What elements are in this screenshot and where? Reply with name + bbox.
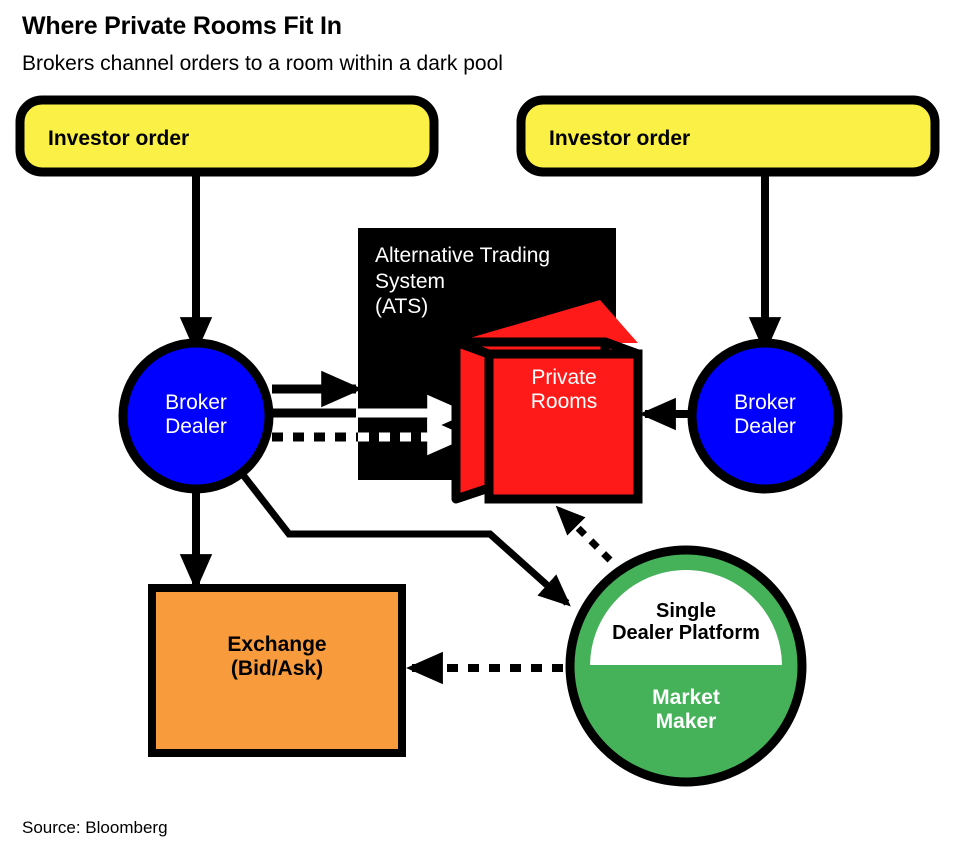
private-rooms-cube-left-face[interactable] <box>451 337 494 504</box>
source-note: Source: Bloomberg <box>22 818 168 837</box>
edge-market-maker-to-private-rooms <box>555 505 613 563</box>
single-dealer-platform-dome <box>590 570 782 665</box>
exchange-box[interactable] <box>148 584 406 757</box>
investor-order-left-box[interactable] <box>15 95 439 177</box>
broker-dealer-right-circle[interactable] <box>687 338 843 494</box>
broker-dealer-left-circle[interactable] <box>118 338 274 494</box>
investor-order-right-box[interactable] <box>516 95 940 177</box>
page-title: Where Private Rooms Fit In <box>22 12 342 40</box>
private-rooms-cube-top-face <box>456 300 638 343</box>
page-subtitle: Brokers channel orders to a room within … <box>22 52 503 75</box>
private-rooms-cube-front-face[interactable] <box>484 349 643 504</box>
edge-broker-left-to-market-maker <box>237 468 571 607</box>
